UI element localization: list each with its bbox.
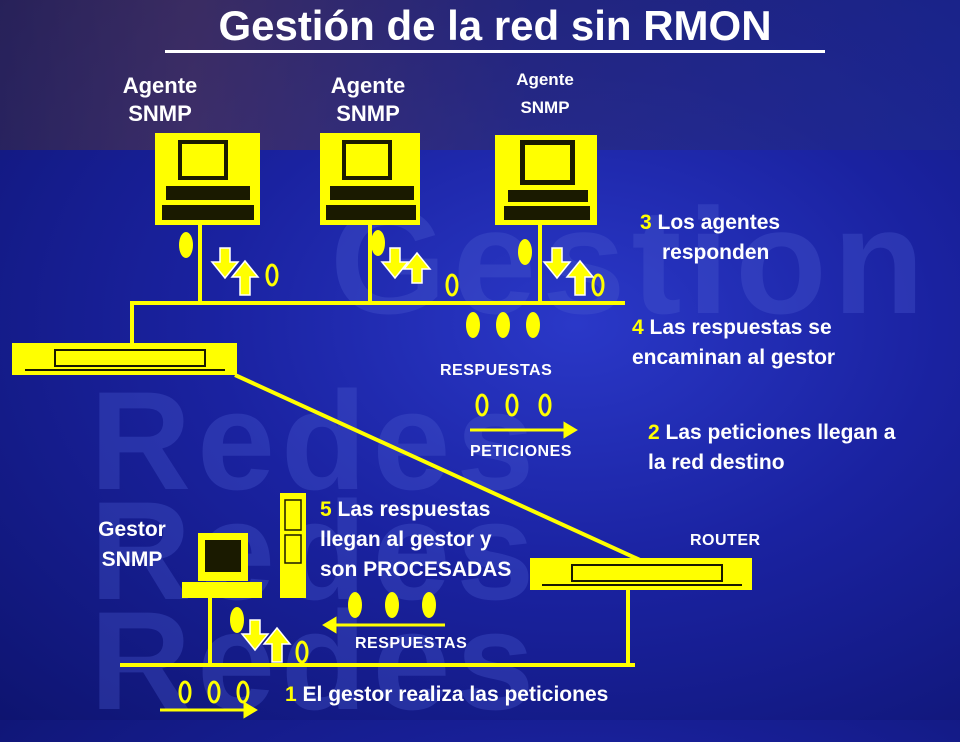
caption-respuestas-bottom: RESPUESTAS [355,635,468,652]
packets-filled [179,230,540,633]
watermark-redes-3: Redes [90,582,541,739]
agent-computer-1 [155,133,260,225]
flow-arrows [210,247,595,663]
page-title: Gestión de la red sin RMON [165,2,825,53]
step-3-note: 3 Los agentes responden [640,211,781,264]
step-1-note: 1 El gestor realiza las peticiones [285,683,609,706]
caption-peticiones: PETICIONES [470,443,572,460]
network-diagram [12,133,752,719]
top-router [12,343,237,375]
router-label: ROUTER [690,532,761,549]
packets-hollow [178,263,605,704]
step-4-note: 4 Las respuestas se encaminan al gestor [632,316,836,369]
step-2-note: 2 Las peticiones llegan a la red destino [648,421,896,474]
step-5-note: 5 Las respuestas llegan al gestor y son … [320,498,512,581]
network-links [120,225,641,667]
watermark-gestion: Gestion [330,177,931,345]
manager-computer [182,493,306,598]
direction-arrows [160,421,578,719]
caption-respuestas-top: RESPUESTAS [440,362,553,379]
bottom-router [530,558,752,590]
wan-link [234,373,641,562]
watermark-redes-2: Redes [90,472,541,629]
agent-computer-3 [495,135,597,225]
watermark-redes: Redes [90,362,541,519]
agent-computer-2 [320,133,420,225]
background-banner [0,0,960,150]
